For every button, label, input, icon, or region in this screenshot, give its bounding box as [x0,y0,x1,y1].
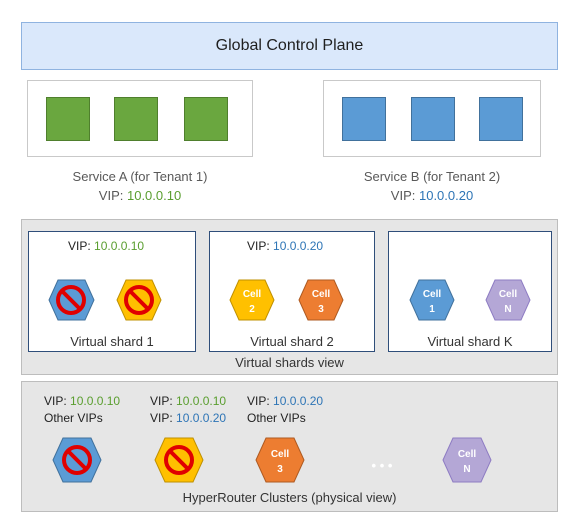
shard-2-cell-3: Cell 3 [298,279,344,321]
global-control-plane-label: Global Control Plane [215,37,364,54]
hr-col1-other: Other VIPs [44,411,103,425]
shard-1-vip-value: 10.0.0.10 [94,239,145,253]
service-a-instance [184,97,228,141]
cell-number: N [463,464,470,475]
hr-col1-labels: VIP: 10.0.0.10 Other VIPs [44,393,120,427]
cell-label: Cell [458,449,477,460]
service-a-name: Service A (for Tenant 1) [72,169,208,184]
hr-col3-vip: VIP: 10.0.0.20 [247,394,324,408]
cell-label: Cell [243,289,262,300]
hr-col3-other: Other VIPs [247,411,306,425]
hr-cell-n: Cell N [442,437,492,483]
service-b-vip-value: 10.0.0.20 [418,188,474,203]
hr-cell-blue-blocked [52,437,102,483]
shard-k-cell-n: Cell N [485,279,531,321]
cell-label: Cell [312,289,331,300]
shard-2-label: Virtual shard 2 [250,334,334,349]
hr-col2-vip2: VIP: 10.0.0.20 [150,411,227,425]
shard-k-label: Virtual shard K [427,334,513,349]
cell-label: Cell [499,289,518,300]
hr-col3-labels: VIP: 10.0.0.20 Other VIPs [247,393,323,427]
shard-2-cell-2: Cell 2 [229,279,275,321]
hr-cell-3: Cell 3 [255,437,305,483]
cell-label: Cell [423,289,442,300]
virtual-shards-view-label: Virtual shards view [235,355,344,370]
service-a-label: Service A (for Tenant 1) VIP: 10.0.0.10 [27,167,253,205]
service-b-label: Service B (for Tenant 2) VIP: 10.0.0.20 [323,167,541,205]
shard-k-cell-1: Cell 1 [409,279,455,321]
service-a-vip-value: 10.0.0.10 [126,188,182,203]
cell-number: N [504,304,511,315]
shard-1-label: Virtual shard 1 [70,334,154,349]
hr-col1-vip: VIP: 10.0.0.10 [44,394,121,408]
global-control-plane: Global Control Plane [21,22,558,70]
service-b-instance [342,97,386,141]
shard-2-vip-value: 10.0.0.20 [273,239,324,253]
cell-number: 3 [277,464,283,475]
service-a-instance [114,97,158,141]
hyperrouter-view-label: HyperRouter Clusters (physical view) [182,490,397,505]
hr-col2-vip1: VIP: 10.0.0.10 [150,394,227,408]
ellipsis: • • • [372,458,393,473]
hr-cell-gold-blocked [154,437,204,483]
cell-number: 3 [318,304,324,315]
shard-1-vip: VIP: 10.0.0.10 [68,239,145,253]
service-b-instance [411,97,455,141]
cell-number: 2 [249,304,255,315]
shard-1-cell-blue-blocked [48,279,95,321]
hr-col2-labels: VIP: 10.0.0.10 VIP: 10.0.0.20 [150,393,226,427]
service-b-vip: VIP: 10.0.0.20 [390,188,474,203]
service-b-instance [479,97,523,141]
service-b-box [323,80,541,157]
service-b-name: Service B (for Tenant 2) [363,169,501,184]
shard-2-vip: VIP: 10.0.0.20 [247,239,324,253]
cell-number: 1 [429,304,435,315]
shard-1-cell-gold-blocked [116,279,162,321]
service-a-box [27,80,253,157]
service-a-vip: VIP: 10.0.0.10 [98,188,182,203]
service-a-instance [46,97,90,141]
cell-label: Cell [271,449,290,460]
